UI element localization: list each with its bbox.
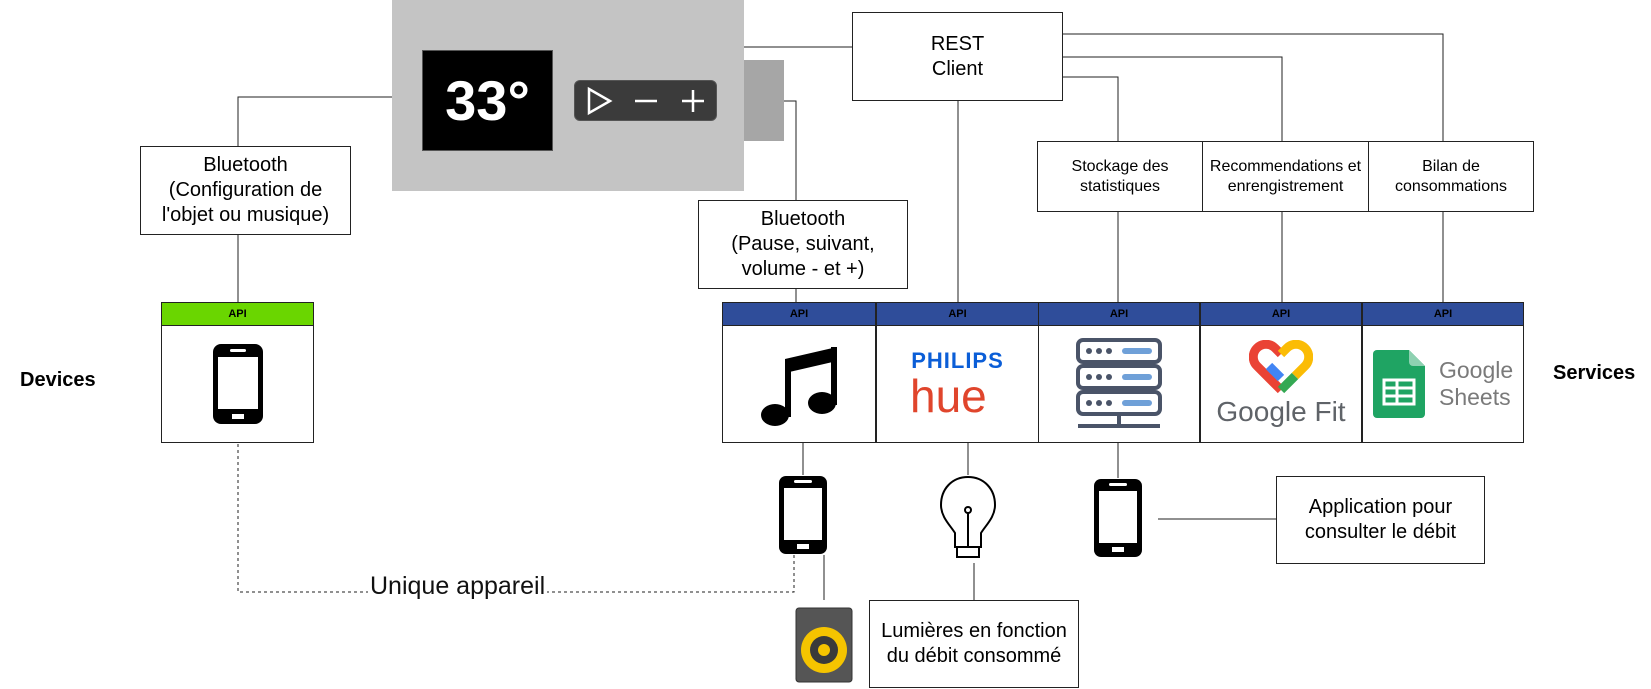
devices-label: Devices [20,369,96,391]
music-note-icon [761,346,837,426]
bluetooth-media-box: Bluetooth (Pause, suivant, volume - et +… [698,200,908,289]
speaker-icon [795,607,853,683]
lights-box: Lumières en fonction du débit consommé [869,600,1079,688]
api-card-server: API [1038,302,1200,443]
api-card-music: API [722,302,876,443]
api-header: API [162,303,313,326]
google-sheets-icon [1373,349,1425,418]
smartphone-icon [212,343,263,424]
google-fit-logo: Google Fit [1216,395,1346,427]
minus-icon[interactable] [629,84,663,118]
bluetooth-config-box: Bluetooth (Configuration de l'objet ou m… [140,146,351,235]
temperature-display: 33° [422,50,553,151]
api-header: API [877,303,1038,326]
philips-logo: PHILIPS [911,347,1004,373]
api-card-google-fit: API Google Fit [1200,302,1362,443]
recommendations-box: Recommendations et enrengistrement [1202,141,1369,212]
rest-client-box: REST Client [852,12,1063,101]
smartphone-icon [1094,479,1142,557]
api-header: API [1201,303,1361,326]
api-card-phone: API [161,302,314,443]
api-card-google-sheets: API Google Sheets [1362,302,1524,443]
stats-storage-box: Stockage des statistiques [1037,141,1203,212]
api-header: API [723,303,875,326]
api-header: API [1039,303,1199,326]
plus-icon[interactable] [676,84,710,118]
light-bulb-icon [939,475,997,558]
play-icon[interactable] [582,84,616,118]
google-fit-heart-icon [1249,339,1313,393]
google-sheets-logo-sheets: Sheets [1439,383,1511,410]
api-header: API [1363,303,1523,326]
server-rack-icon [1076,337,1162,428]
media-controls [574,80,717,121]
unique-device-label: Unique appareil [368,572,548,601]
google-sheets-logo-google: Google [1439,357,1514,384]
services-label: Services [1553,362,1636,384]
smartphone-icon [779,476,827,554]
device-side-tab [744,60,784,141]
hue-logo: hue [910,374,987,420]
consumption-report-box: Bilan de consommations [1368,141,1534,212]
api-card-philips-hue: API PHILIPS hue [876,302,1039,443]
svg-text:hue: hue [910,374,987,420]
flow-app-box: Application pour consulter le débit [1276,476,1485,564]
